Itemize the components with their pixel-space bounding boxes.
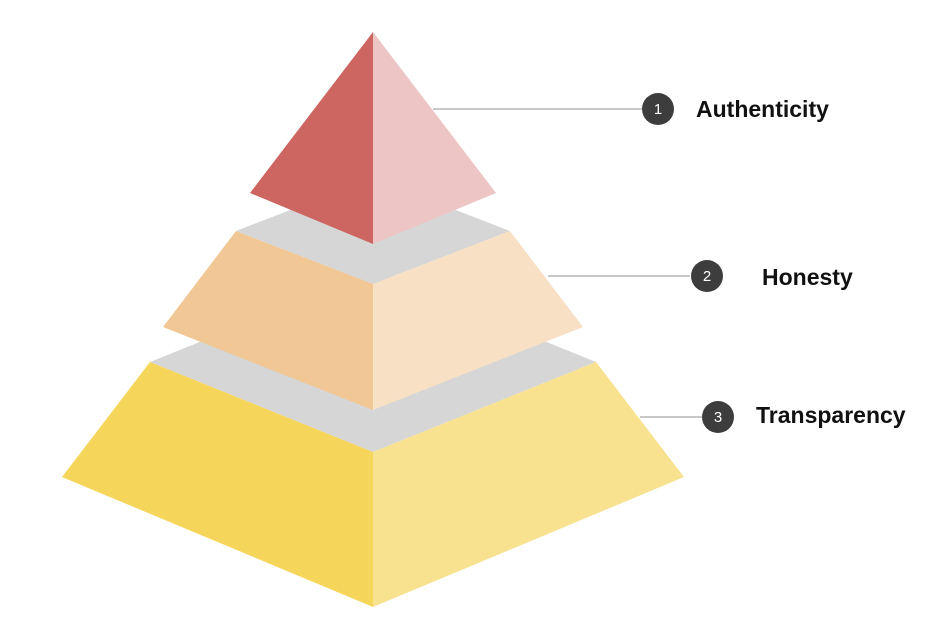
- badge-number-3: 3: [714, 409, 722, 426]
- level-label-3: Transparency: [756, 402, 906, 428]
- level-label-2: Honesty: [762, 264, 853, 290]
- level-1-left-face: [250, 32, 373, 244]
- level-1-right-face: [373, 32, 496, 244]
- level-2-right-face: [373, 231, 583, 410]
- level-2-left-face: [163, 231, 373, 410]
- badge-number-2: 2: [703, 268, 711, 285]
- badge-3: 3: [702, 401, 734, 433]
- level-3-left-face: [62, 362, 373, 607]
- badge-2: 2: [691, 260, 723, 292]
- badge-number-1: 1: [654, 101, 662, 118]
- badge-circle-1: [642, 93, 674, 125]
- level-3-right-face: [373, 362, 684, 607]
- level-1-authenticity: [250, 32, 496, 244]
- badge-circle-3: [702, 401, 734, 433]
- level-label-1: Authenticity: [696, 96, 829, 122]
- badge-circle-2: [691, 260, 723, 292]
- badge-1: 1: [642, 93, 674, 125]
